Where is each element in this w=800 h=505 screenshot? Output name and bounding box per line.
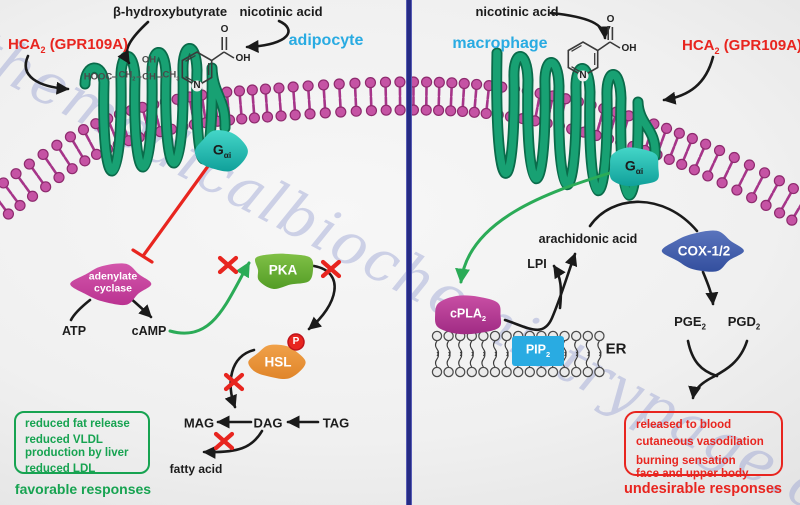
inhibition-line — [131, 160, 213, 264]
x-mark — [320, 259, 342, 279]
cox-blob — [661, 230, 744, 272]
pge2-label: PGE2 — [674, 313, 706, 332]
bhb-structure-bonds — [112, 66, 163, 78]
arrow-cox-to-pg — [701, 270, 719, 306]
outcome-line: face and upper body — [636, 467, 749, 480]
pointer-arrows — [24, 11, 715, 105]
line-arachidonic-to-cox — [588, 200, 699, 233]
gai-blob-left — [194, 130, 248, 172]
mag-label: MAG — [183, 415, 215, 431]
arrow-bhb-to-structure — [117, 20, 150, 65]
pip2-membrane-patch — [512, 336, 564, 366]
hca2-label-right: HCA2 (GPR109A) — [682, 37, 800, 56]
arrow-dag-to-fatty-acid — [202, 429, 264, 459]
gai-label-left: Gαi — [212, 141, 232, 161]
nicotinic-acid-label-right: nicotinic acid — [475, 4, 559, 19]
dag-label: DAG — [253, 415, 283, 431]
outcome-line: production by liver — [25, 446, 129, 459]
bhb-ch2: CH2 — [118, 69, 136, 83]
arrow-gai-to-cpla2 — [455, 171, 612, 284]
tag-label: TAG — [322, 415, 350, 431]
hsl-blob — [248, 344, 306, 380]
pka-label: PKA — [268, 262, 298, 278]
bhb-label: β-hydroxybutyrate — [112, 4, 228, 19]
outcome-line: reduced LDL — [25, 462, 96, 475]
ring-n-left: N — [193, 80, 201, 91]
arrow-hca2-left — [24, 54, 70, 95]
outcome-line: cutaneous vasodilation — [636, 435, 764, 448]
cox-label: COX-1/2 — [677, 243, 731, 259]
adipocyte-label: adipocyte — [288, 32, 364, 49]
arrow-pip2-to-arachidonic — [503, 252, 578, 332]
protein-blobs — [70, 130, 744, 380]
arrow-to-lpi — [552, 264, 566, 310]
outcome-line: reduced fat release — [25, 418, 130, 430]
pgd2-label: PGD2 — [727, 313, 761, 332]
pip2-label: PIP2 — [525, 342, 551, 359]
lpi-label: LPI — [527, 256, 547, 271]
ring-oh-right: OH — [621, 43, 637, 54]
x-mark — [217, 255, 239, 275]
atp-label: ATP — [61, 323, 87, 338]
gai-blob-right — [609, 147, 659, 187]
arrow-pg-to-blood — [688, 339, 749, 400]
phosphate-label: P — [292, 336, 300, 347]
adenylate-cyclase-blob — [70, 263, 152, 306]
signal-arrows — [69, 200, 749, 459]
bhb-hooc: HOOC — [83, 71, 113, 83]
fatty-acid-label: fatty acid — [169, 462, 223, 476]
undesirable-outcomes-box: released to blood cutaneous vasodilation… — [624, 411, 783, 480]
pka-blob — [254, 253, 314, 289]
arrow-hca2-right — [662, 55, 715, 105]
line-pge2-merge — [686, 339, 719, 378]
bhb-oh: OH — [141, 54, 157, 66]
macrophage-label: macrophage — [452, 35, 548, 52]
x-mark — [213, 431, 235, 451]
cpla2-blob — [435, 295, 502, 335]
undesirable-responses-label: undesirable responses — [624, 481, 782, 497]
hsl-label: HSL — [264, 354, 292, 370]
line-atp-to-ac — [69, 298, 92, 322]
er-label: ER — [605, 340, 627, 358]
ring-n-right: N — [579, 70, 587, 81]
activation-arrows — [168, 171, 612, 335]
favorable-responses-label: favorable responses — [14, 481, 152, 497]
arachidonic-acid-label: arachidonic acid — [538, 231, 638, 246]
outcome-line: burning sensation — [636, 454, 736, 467]
cpla2-label: cPLA2 — [449, 306, 487, 323]
arrow-nicotinic-right — [549, 11, 611, 40]
panel-divider — [406, 0, 412, 505]
arrow-pka-to-hsl — [307, 264, 336, 331]
arrow-camp-to-pka — [168, 261, 251, 335]
ring-o-left: O — [220, 24, 229, 35]
nicotinic-acid-structure-right — [567, 27, 621, 82]
bhb-ch: CH — [142, 71, 156, 83]
camp-label: cAMP — [131, 323, 167, 338]
nicotinic-acid-label-left: nicotinic acid — [239, 4, 323, 19]
blocked-x-marks — [213, 255, 342, 451]
hca2-label-left: HCA2 (GPR109A) — [8, 36, 129, 55]
gai-label-right: Gαi — [624, 157, 644, 177]
phosphate-circle — [287, 333, 305, 351]
ring-o-right: O — [606, 14, 615, 25]
er-membrane — [431, 330, 605, 378]
ring-oh-left: OH — [235, 53, 251, 64]
arrow-hsl-to-lipolysis — [224, 348, 256, 409]
favorable-outcomes-box: reduced fat release reduced VLDL product… — [14, 411, 150, 475]
nicotinic-acid-structure-left — [181, 37, 235, 92]
arrow-nicotinic-left — [245, 19, 290, 53]
outcome-line: reduced VLDL — [25, 433, 103, 446]
bhb-ch3: CH3 — [162, 69, 180, 83]
outcome-line: released to blood — [636, 419, 732, 431]
x-mark — [223, 372, 245, 392]
